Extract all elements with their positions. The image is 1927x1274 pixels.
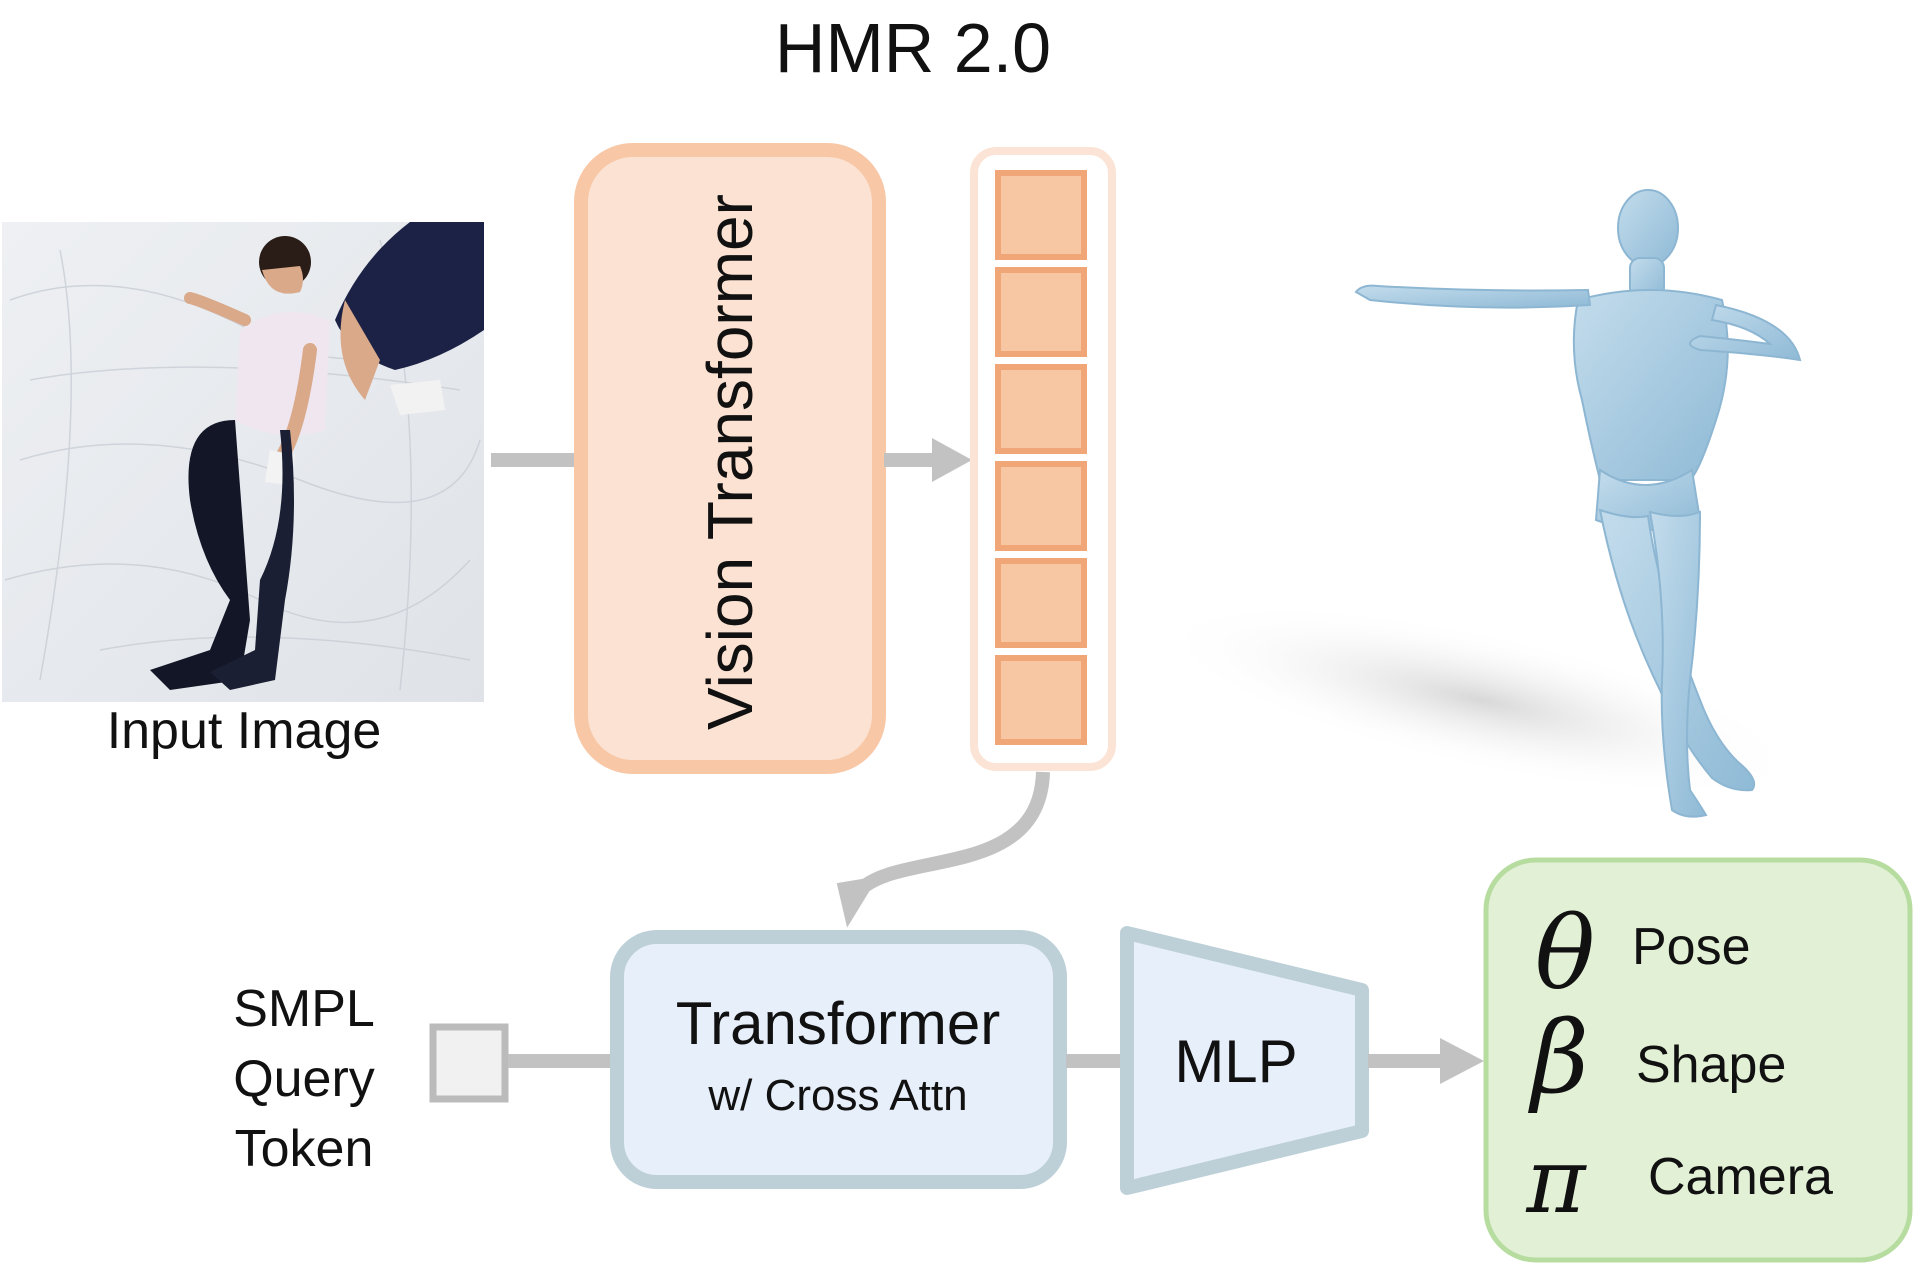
shape-label: Shape (1636, 1036, 1786, 1094)
smpl-query-token (429, 1023, 509, 1103)
smpl-query-line2: Query (233, 1050, 375, 1108)
camera-symbol: π (1525, 1129, 1587, 1234)
body-shadow (1156, 603, 1804, 797)
arrow-mlp-to-outputs (1368, 1038, 1484, 1084)
transformer-decoder-sublabel: w/ Cross Attn (707, 1071, 967, 1120)
camera-label: Camera (1648, 1148, 1833, 1206)
vision-transformer-block: Vision Transformer (574, 143, 886, 774)
transformer-decoder-label: Transformer (676, 990, 1001, 1057)
mlp-label: MLP (1174, 1028, 1297, 1095)
arrow-vit-to-tokens (884, 438, 972, 482)
mlp-block: MLP (1120, 926, 1369, 1195)
smpl-query-line1: SMPL (233, 980, 375, 1038)
token-column (970, 147, 1116, 771)
token-3 (995, 364, 1087, 454)
input-image-caption: Input Image (107, 702, 382, 760)
token-4 (995, 461, 1087, 551)
pose-symbol: θ (1535, 895, 1595, 1012)
token-5 (995, 558, 1087, 648)
token-1 (995, 170, 1087, 260)
outputs-box: θ Pose β Shape π Camera (1483, 857, 1913, 1263)
transformer-decoder-block: Transformer w/ Cross Attn (610, 930, 1067, 1189)
shape-symbol: β (1527, 999, 1589, 1116)
arrow-tokens-to-decoder (836, 771, 1050, 928)
vision-transformer-label: Vision Transformer (694, 194, 766, 730)
token-2 (995, 267, 1087, 357)
input-image (2, 222, 484, 702)
smpl-query-line3: Token (235, 1120, 374, 1178)
pose-label: Pose (1632, 918, 1751, 976)
body-mesh (1156, 189, 1804, 818)
diagram-title: HMR 2.0 (775, 9, 1051, 87)
token-6 (995, 655, 1087, 745)
smpl-query-label: SMPL Query Token (233, 980, 375, 1178)
